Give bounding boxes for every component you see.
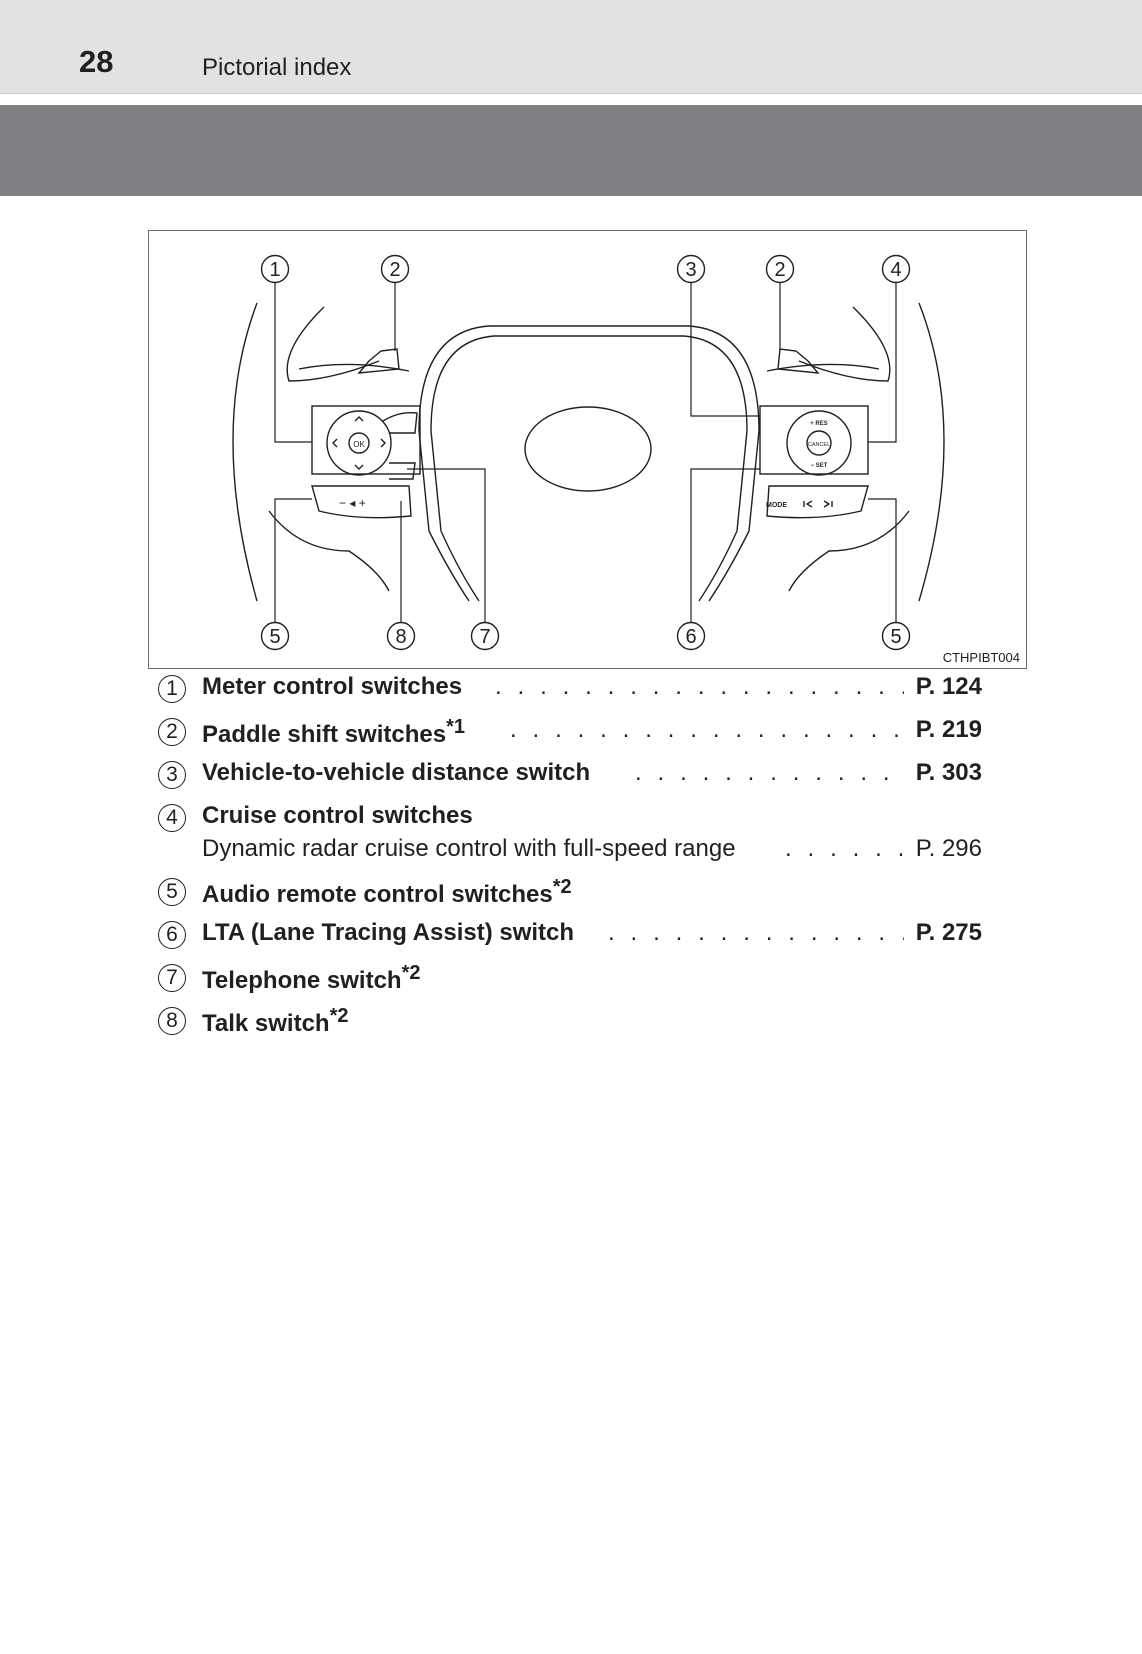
callout-7: 7 [479, 626, 490, 648]
figure-id: CTHPIBT004 [942, 650, 1020, 665]
item-footnote-mark: *2 [401, 962, 421, 984]
leader-dots: . . . . . . . . . . . . . . . . . . . [635, 759, 904, 786]
index-item: 2 Paddle shift switches*1 . . . . . . . . … [158, 716, 982, 748]
item-number-badge: 8 [158, 1007, 186, 1035]
leader-dots: . . . . . . . . . . . . . . . . . . . . … [608, 919, 904, 946]
leader-dots: . . . . . . . . . [785, 835, 904, 862]
callout-5: 5 [269, 626, 280, 648]
paddle-tab-right [777, 348, 820, 374]
track-buttons [803, 500, 833, 508]
item-label: Meter control switches [202, 673, 462, 701]
item-number-badge: 4 [158, 804, 186, 832]
page-reference-link[interactable]: P. 296 [915, 835, 982, 862]
left-audio-panel [311, 485, 412, 519]
item-label-text: Meter control switches [202, 673, 463, 700]
item-number-badge: 1 [158, 675, 186, 703]
mode-button-label: MODE [766, 502, 787, 509]
res-button-label: + RES [810, 421, 828, 427]
item-label: Vehicle-to-vehicle distance switch [202, 759, 590, 787]
callout-4: 4 [890, 259, 901, 281]
index-item: 3 Vehicle-to-vehicle distance switch . . .… [158, 759, 982, 791]
leader-dots: . . . . . . . . . . . . . . . . . . . . … [495, 673, 904, 700]
callout-6: 6 [685, 626, 696, 648]
section-title: Pictorial index [202, 54, 352, 81]
index-item: Dynamic radar cruise control with full-s… [158, 835, 982, 867]
item-label-text: LTA (Lane Tracing Assist) switch [202, 919, 575, 946]
callouts: 1 2 3 2 4 5 8 7 6 5 [260, 254, 911, 651]
leader-dots: . . . . . . . . . . . . . . . . . . . . … [510, 716, 904, 743]
page-header: 28 Pictorial index [0, 0, 1142, 94]
wheel-rim-right [918, 302, 945, 602]
item-number-badge: 6 [158, 921, 186, 949]
item-label-text: Telephone switch [202, 967, 402, 994]
item-label: LTA (Lane Tracing Assist) switch [202, 919, 574, 947]
steering-wheel-figure: OK − ◂ + CANCEL + RES − SET MODE 1 2 3 2… [148, 230, 1027, 669]
callout-2: 2 [389, 259, 400, 281]
item-number-badge: 2 [158, 718, 186, 746]
leader-lines [274, 283, 897, 622]
steering-wheel-illustration: OK − ◂ + CANCEL + RES − SET MODE 1 2 3 2… [232, 254, 945, 651]
cancel-button-label: CANCEL [808, 442, 830, 448]
item-number-badge: 3 [158, 761, 186, 789]
volume-switch-label: − ◂ + [339, 496, 366, 510]
callout-3: 3 [685, 259, 696, 281]
left-switch-panel [311, 405, 421, 475]
page-reference-link[interactable]: P. 303 [915, 759, 982, 786]
set-button-label: − SET [811, 463, 828, 469]
right-audio-panel [766, 485, 869, 519]
index-item: 6 LTA (Lane Tracing Assist) switch . . . .… [158, 919, 982, 951]
callout-8: 8 [395, 626, 406, 648]
header-band [0, 105, 1142, 196]
paddle-tab-left [357, 348, 400, 374]
item-label-text: Dynamic radar cruise control with full-s… [202, 835, 736, 862]
page-reference-link[interactable]: P. 124 [915, 673, 982, 700]
cruise-control-dial [786, 410, 852, 476]
meter-control-dial [326, 410, 392, 476]
item-label: Talk switch*2 [202, 1005, 349, 1038]
callout-5b: 5 [890, 626, 901, 648]
item-label-text: Talk switch [202, 1010, 330, 1037]
index-item: 4 Cruise control switches [158, 802, 982, 834]
callout-2b: 2 [774, 259, 785, 281]
item-label-text: Vehicle-to-vehicle distance switch [202, 759, 591, 786]
index-item: 1 Meter control switches . . . . . . . . .… [158, 673, 982, 705]
index-item: 8 Talk switch*2 [158, 1005, 982, 1037]
horn-pad [524, 406, 652, 492]
item-label: Dynamic radar cruise control with full-s… [202, 835, 736, 863]
hub-outline [418, 325, 760, 602]
item-footnote-mark: *1 [446, 716, 465, 738]
paddle-left [286, 306, 380, 382]
item-label-text: Paddle shift switches [202, 721, 447, 748]
item-label-text: Cruise control switches [202, 802, 473, 829]
item-footnote-mark: *2 [552, 876, 572, 898]
callout-1: 1 [269, 259, 280, 281]
index-item: 5 Audio remote control switches*2 [158, 876, 982, 908]
item-number-badge: 5 [158, 878, 186, 906]
item-number-badge: 7 [158, 964, 186, 992]
wheel-rim-left [232, 302, 258, 602]
index-item: 7 Telephone switch*2 [158, 962, 982, 994]
page-reference-link[interactable]: P. 275 [915, 919, 982, 946]
ok-button-label: OK [353, 440, 365, 449]
item-label: Telephone switch*2 [202, 962, 421, 995]
item-label: Cruise control switches [202, 802, 473, 830]
item-label: Audio remote control switches*2 [202, 876, 572, 909]
paddle-right [798, 306, 891, 382]
page-number: 28 [79, 44, 114, 79]
item-footnote-mark: *2 [329, 1005, 349, 1027]
page-reference-link[interactable]: P. 219 [915, 716, 982, 743]
item-label: Paddle shift switches*1 [202, 716, 465, 749]
item-label-text: Audio remote control switches [202, 881, 553, 908]
